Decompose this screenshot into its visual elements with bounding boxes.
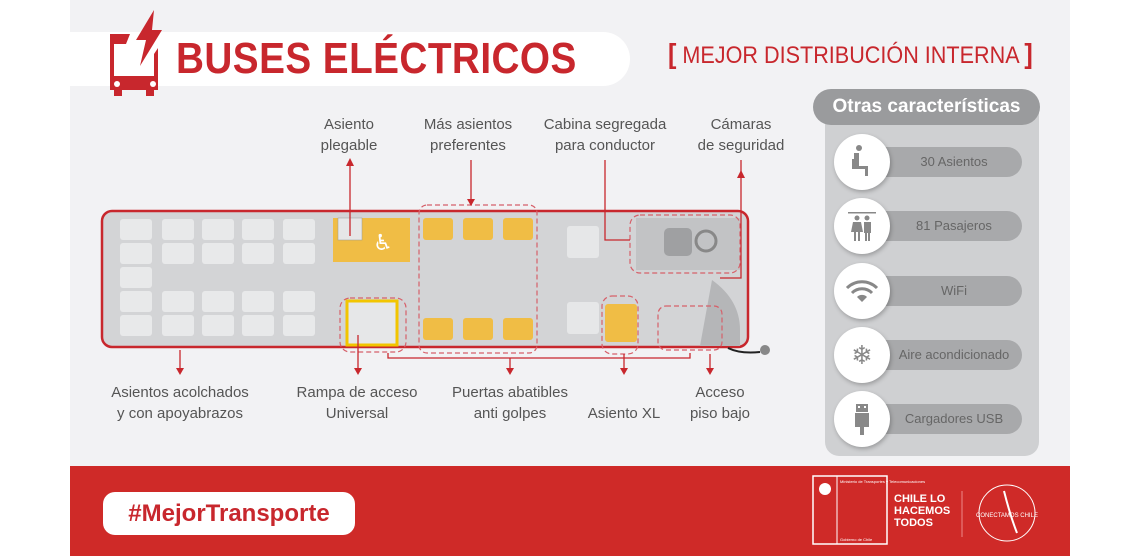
padded-seat [162, 291, 194, 312]
callout-line: Cámaras [710, 116, 772, 133]
preferential-seat [503, 218, 533, 240]
campaign-text: CONECTAMOS CHILE [976, 513, 1038, 519]
padded-seat [202, 291, 234, 312]
government-logos: Ministerio de Transportes y Telecomunica… [812, 475, 1038, 545]
callout-driver-cabin: Cabina segregada para conductor [515, 114, 695, 156]
page-title: BUSES ELÉCTRICOS [176, 34, 577, 83]
preferential-seat [423, 218, 453, 240]
padded-seat [283, 219, 315, 240]
features-title: Otras características [813, 89, 1040, 125]
callout-folding-seat: Asiento plegable [259, 114, 439, 156]
callout-line: Más asientos [423, 116, 513, 133]
usb-icon [834, 391, 890, 447]
padded-seat [120, 315, 152, 336]
slogan-line: HACEMOS [894, 505, 950, 517]
padded-seat [242, 315, 274, 336]
snowflake-icon: ❄ [834, 327, 890, 383]
access-ramp [345, 299, 399, 347]
slogan-line: CHILE LO [894, 493, 946, 505]
xl-seat [605, 304, 637, 342]
callout-xl-seat: Asiento XL [534, 403, 714, 424]
padded-seat [162, 315, 194, 336]
campaign-logo [978, 484, 1036, 542]
padded-seat [162, 219, 194, 240]
title-banner [70, 32, 630, 86]
electric-bus-icon [110, 10, 162, 96]
callout-line: Acceso [695, 384, 745, 401]
preferential-seat [463, 318, 493, 340]
callout-line: Universal [325, 405, 389, 422]
padded-seat [242, 291, 274, 312]
callout-security-cameras: Cámaras de seguridad [651, 114, 831, 156]
slogan-line: TODOS [894, 517, 933, 529]
padded-seat [120, 267, 152, 288]
padded-seat [202, 219, 234, 240]
padded-seat [283, 315, 315, 336]
mirror-arm [727, 347, 761, 354]
chile-map-icon [1003, 490, 1018, 534]
preferential-seat [503, 318, 533, 340]
callout-line: plegable [320, 137, 378, 154]
wifi-icon [834, 263, 890, 319]
padded-seat [120, 219, 152, 240]
bus-floor-plan: ♿ [100, 158, 770, 375]
wheelchair-icon: ♿ [373, 231, 393, 256]
dashed-highlights [339, 204, 741, 355]
ministry-name: Ministerio de Transportes y Telecomunica… [840, 479, 925, 484]
padded-seat [120, 291, 152, 312]
bus-front-corner [700, 280, 740, 346]
padded-seat [162, 243, 194, 264]
driver-seat [664, 228, 692, 256]
callout-line: Asiento XL [587, 405, 661, 422]
callout-padded-seats: Asientos acolchados y con apoyabrazos [90, 382, 270, 424]
government-name: Gobierno de Chile [840, 537, 873, 542]
padded-seat [202, 315, 234, 336]
svg-text:❄: ❄ [851, 341, 873, 371]
coat-of-arms-icon [819, 483, 831, 495]
callout-preferential-seats: Más asientos preferentes [378, 114, 558, 156]
bracket-open: [ [668, 38, 677, 69]
callout-line: Puertas abatibles [452, 384, 568, 401]
callout-line: anti golpes [473, 405, 547, 422]
preferential-seat [463, 218, 493, 240]
front-seat [567, 226, 599, 258]
page-subtitle: [ MEJOR DISTRIBUCIÓN INTERNA ] [668, 38, 1033, 70]
hashtag-badge: #MejorTransporte [103, 492, 355, 535]
callout-low-floor: Acceso piso bajo [630, 382, 810, 424]
steering-wheel-icon [694, 229, 718, 253]
mirror [760, 345, 770, 355]
subtitle-text: MEJOR DISTRIBUCIÓN INTERNA [682, 42, 1019, 69]
callout-line: Asiento [323, 116, 375, 133]
bracket-close: ] [1024, 38, 1033, 69]
callout-line: Cabina segregada [543, 116, 667, 133]
front-seat [567, 302, 599, 334]
padded-seat [120, 243, 152, 264]
preferential-seat [423, 318, 453, 340]
padded-seat [242, 219, 274, 240]
callout-line: preferentes [430, 137, 506, 154]
feature-seats: 30 Asientos [862, 147, 1022, 177]
padded-seat [202, 243, 234, 264]
callout-doors: Puertas abatibles anti golpes [420, 382, 600, 424]
callout-line: piso bajo [689, 405, 751, 422]
arrowheads [176, 158, 745, 375]
callout-line: de seguridad [697, 137, 785, 154]
padded-seat [283, 243, 315, 264]
callout-line: Rampa de acceso [296, 384, 418, 401]
seated-person-icon [834, 134, 890, 190]
padded-seat [242, 243, 274, 264]
callout-line: y con apoyabrazos [117, 405, 243, 422]
ministry-logo-frame [812, 475, 888, 545]
callout-line: para conductor [554, 137, 656, 154]
passengers-icon [834, 198, 890, 254]
padded-seat [283, 291, 315, 312]
callout-line: Asientos acolchados [111, 384, 249, 401]
